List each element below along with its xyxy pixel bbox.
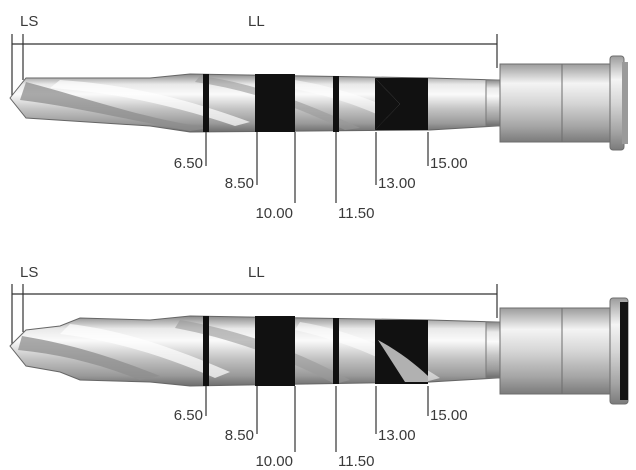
- ls-label: LS: [20, 13, 38, 30]
- drill-flute: [50, 80, 250, 126]
- drill-hub: [499, 63, 563, 143]
- ll-label: LL: [248, 264, 265, 281]
- drill-flute: [20, 82, 210, 131]
- depth-label: 8.50: [225, 175, 254, 192]
- depth-band: [375, 78, 400, 130]
- depth-label: 10.00: [255, 205, 293, 222]
- depth-label: 6.50: [174, 407, 203, 424]
- depth-label: 11.50: [338, 205, 374, 222]
- drill-hub-ring: [620, 302, 628, 400]
- drill-flute: [378, 340, 428, 382]
- depth-band: [333, 318, 339, 384]
- depth-label: 11.50: [338, 453, 374, 470]
- ls-label: LS: [20, 264, 38, 281]
- drill-shank: [485, 321, 501, 379]
- drill-flute: [18, 336, 160, 380]
- depth-label: 13.00: [378, 175, 416, 192]
- drill-hub-cap: [609, 55, 625, 151]
- depth-label: 15.00: [430, 407, 468, 424]
- depth-band: [375, 78, 428, 130]
- depth-band: [255, 316, 295, 386]
- drill-1: LS LL 6.50 8.50 10.00: [9, 13, 628, 222]
- depth-band: [203, 316, 209, 386]
- depth-label: 15.00: [430, 155, 468, 172]
- depth-band: [203, 74, 209, 132]
- depth-band: [333, 76, 339, 132]
- drill-hub: [499, 307, 563, 395]
- depth-label: 6.50: [174, 155, 203, 172]
- depth-band: [255, 74, 295, 132]
- drill-hub: [561, 63, 613, 143]
- drill-hub-ring: [622, 62, 628, 144]
- drill-hub: [561, 307, 613, 395]
- drill-flute: [60, 324, 230, 378]
- depth-label: 8.50: [225, 427, 254, 444]
- depth-label: 10.00: [255, 453, 293, 470]
- depth-label: 13.00: [378, 427, 416, 444]
- ll-label: LL: [248, 13, 265, 30]
- drill-flute: [195, 76, 360, 130]
- drill-2: LS LL 6.50 8.50 10.00 11.50 13.00 15.: [9, 264, 629, 470]
- drill-shank: [485, 79, 501, 127]
